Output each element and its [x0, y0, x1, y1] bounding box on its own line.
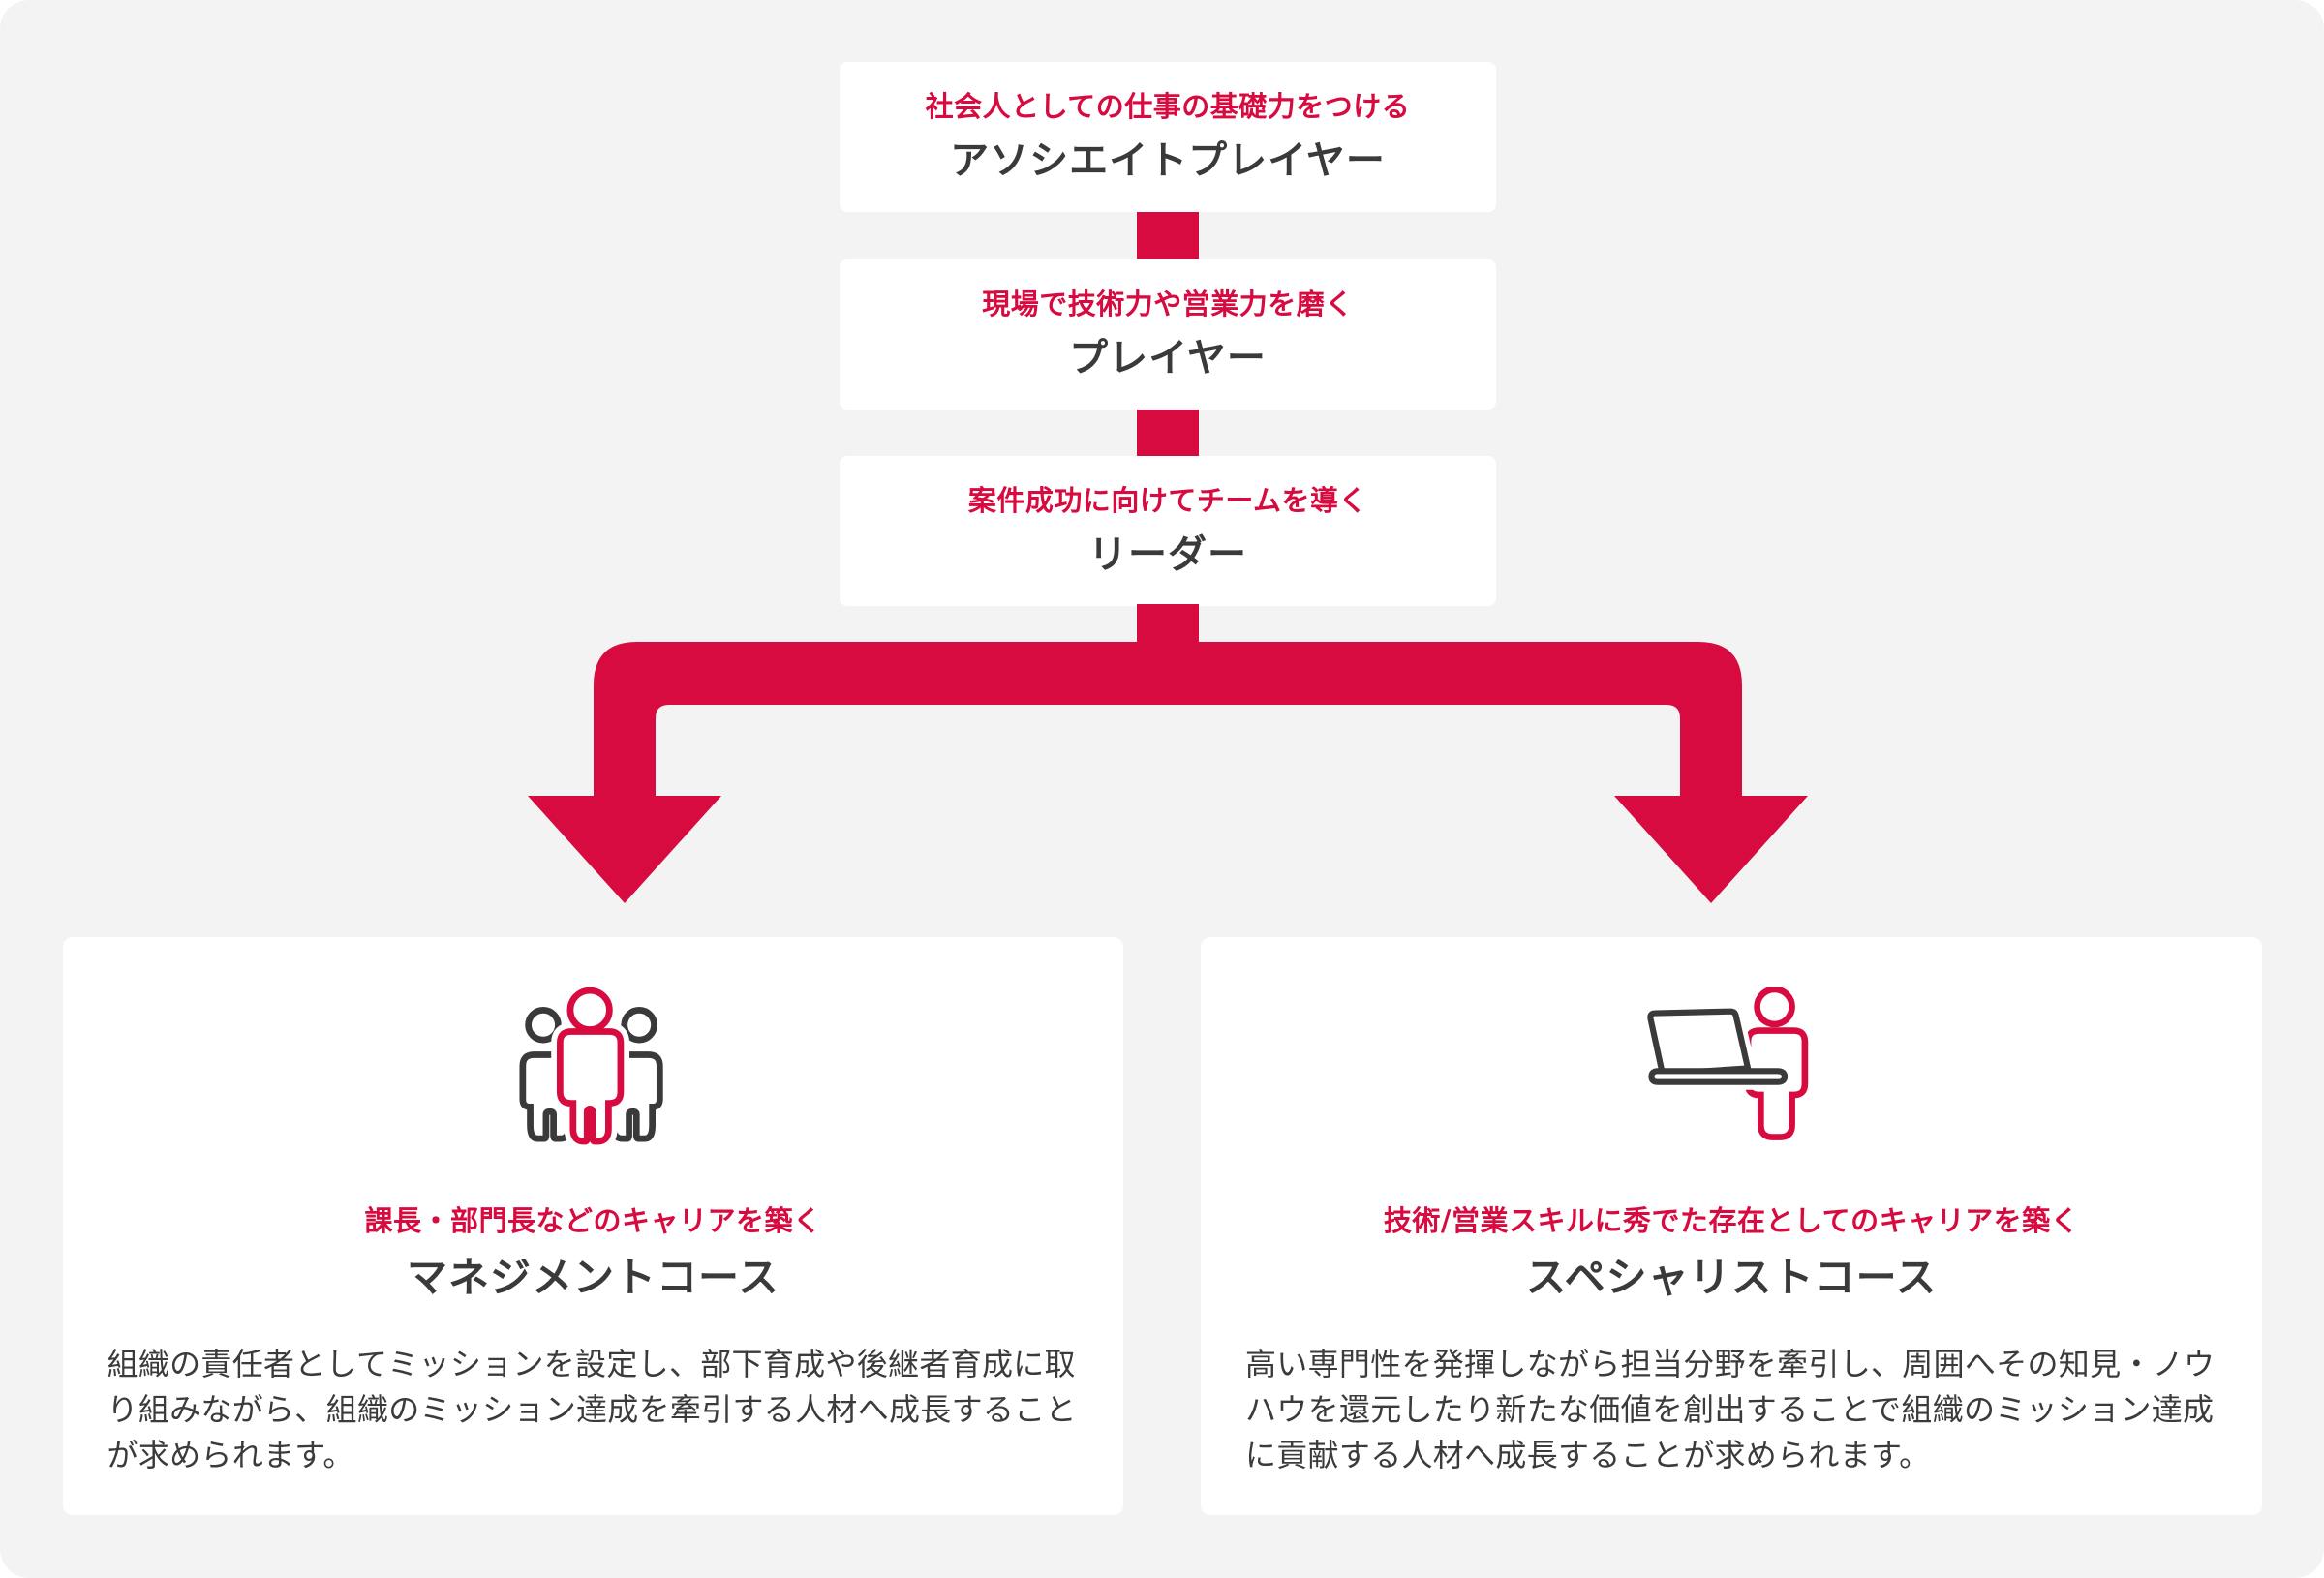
step-box-player: 現場で技術力や営業力を磨く プレイヤー: [840, 259, 1496, 410]
connector-down: [1137, 212, 1199, 259]
step-caption: 社会人としての仕事の基礎力をつける: [925, 90, 1411, 123]
course-title: スペシャリストコース: [1525, 1254, 1938, 1301]
course-description: 組織の責任者としてミッションを設定し、部下育成や後継者育成に取り組みながら、組織…: [107, 1346, 1077, 1473]
course-caption: 課長・部門長などのキャリアを築く: [364, 1204, 822, 1237]
team-people-icon: [518, 987, 668, 1148]
specialist-laptop-icon: [1639, 987, 1823, 1148]
course-card-specialist: 技術/営業スキルに秀でた存在としてのキャリアを築く スペシャリストコース 高い専…: [1201, 937, 2262, 1515]
branch-split-arrow-icon: [528, 604, 1808, 903]
step-title: プレイヤー: [1069, 336, 1267, 380]
step-title: リーダー: [1088, 532, 1247, 577]
step-box-leader: 案件成功に向けてチームを導く リーダー: [840, 456, 1496, 606]
course-card-management: 課長・部門長などのキャリアを築く マネジメントコース 組織の責任者としてミッショ…: [63, 937, 1123, 1515]
step-caption: 現場で技術力や営業力を磨く: [982, 288, 1354, 320]
course-title: マネジメントコース: [407, 1254, 780, 1301]
course-description: 高い専門性を発揮しながら担当分野を牽引し、周囲へその知見・ノウハウを還元したり新…: [1245, 1346, 2216, 1473]
step-box-associate-player: 社会人としての仕事の基礎力をつける アソシエイトプレイヤー: [840, 62, 1496, 212]
step-caption: 案件成功に向けてチームを導く: [967, 484, 1368, 517]
course-caption: 技術/営業スキルに秀でた存在としてのキャリアを築く: [1383, 1204, 2080, 1237]
connector-down: [1137, 410, 1199, 456]
step-title: アソシエイトプレイヤー: [950, 138, 1386, 183]
